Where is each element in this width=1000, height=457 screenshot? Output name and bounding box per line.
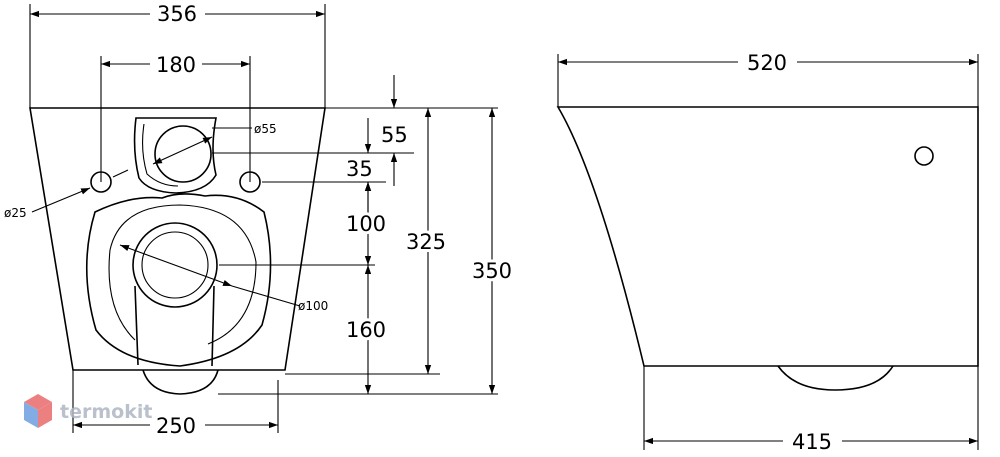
dim-outlet-diameter: ø100 — [298, 299, 328, 313]
dim-outlet-height: 160 — [346, 318, 386, 342]
dim-bottom-depth: 415 — [792, 430, 832, 454]
front-body-outline — [29, 107, 326, 371]
bowl-inner-ring — [109, 204, 257, 345]
side-bottom-bulge — [777, 365, 894, 391]
dim-inlet-diameter: ø55 — [254, 122, 277, 136]
dim-fixing-hole-diameter: ø25 — [4, 206, 27, 220]
side-inlet-hole — [914, 146, 934, 166]
dim-bolt-span: 325 — [406, 230, 446, 254]
dim-inlet-to-outlet: 100 — [346, 212, 386, 236]
dim-total-height: 350 — [472, 259, 512, 283]
watermark-logo-icon-right — [38, 402, 52, 428]
dim-total-width: 356 — [157, 2, 197, 26]
side-body-outline — [556, 106, 979, 367]
side-view: 520 415 — [556, 51, 979, 454]
watermark-text: termokit — [60, 401, 152, 423]
inlet-circle — [154, 125, 212, 183]
watermark: termokit — [24, 394, 152, 428]
outlet-channel — [134, 285, 215, 367]
front-bottom-bulge — [142, 369, 219, 395]
dim-inlet-offset: 55 — [381, 123, 408, 147]
bowl-inner-ring-left — [108, 249, 136, 341]
front-view: 356 180 ø55 ø25 ø100 55 35 — [4, 2, 515, 438]
dim-fixing-holes-spacing: 180 — [156, 53, 196, 77]
dim-total-depth: 520 — [747, 51, 787, 75]
bowl-contour — [85, 193, 272, 367]
dim-bottom-width: 250 — [156, 414, 196, 438]
dim-holes-to-inlet: 35 — [346, 157, 373, 181]
inlet-inner-line — [141, 123, 179, 187]
watermark-logo-icon-left — [24, 402, 38, 428]
inlet-housing — [133, 117, 217, 194]
